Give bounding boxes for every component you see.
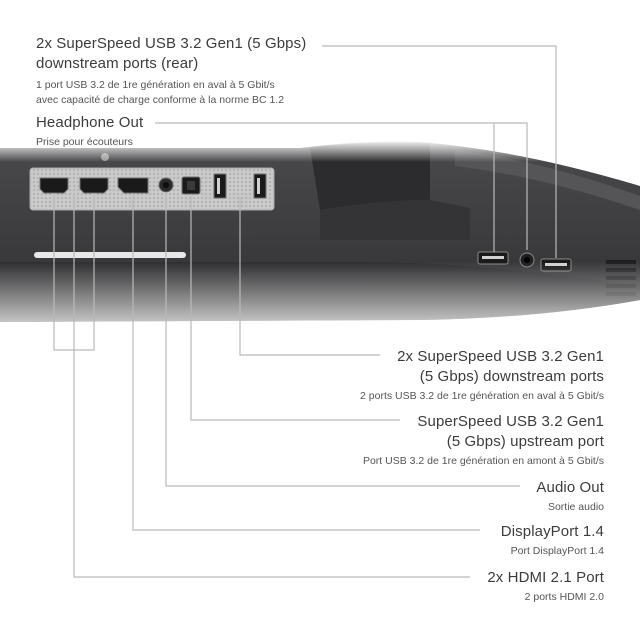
usb-upstream-callout: SuperSpeed USB 3.2 Gen1 (5 Gbps) upstrea… xyxy=(363,412,604,469)
displayport-port-icon xyxy=(117,177,149,194)
audio-out-title: Audio Out xyxy=(536,479,604,496)
usb-downstream-title-line-2: (5 Gbps) downstream ports xyxy=(419,368,604,385)
hdmi-callout: 2x HDMI 2.1 Port 2 ports HDMI 2.0 xyxy=(487,568,604,605)
audio-out-subtitle: Sortie audio xyxy=(547,501,604,513)
displayport-subtitle: Port DisplayPort 1.4 xyxy=(510,545,604,557)
usb-rear-title-line-2: downstream ports (rear) xyxy=(36,55,199,72)
usb-upstream-subtitle: Port USB 3.2 de 1re génération en amont … xyxy=(362,455,604,467)
headphone-subtitle: Prise pour écouteurs xyxy=(36,136,133,148)
audio-out-callout: Audio Out Sortie audio xyxy=(536,478,604,515)
hdmi-port-1-icon xyxy=(39,177,69,194)
headphone-title: Headphone Out xyxy=(36,114,144,131)
usb-rear-callout: 2x SuperSpeed USB 3.2 Gen1 (5 Gbps) down… xyxy=(36,34,306,108)
displayport-title: DisplayPort 1.4 xyxy=(500,523,604,540)
usb-rear-subtitle-line-2: avec capacité de charge conforme à la no… xyxy=(36,94,285,106)
usb-downstream-title-line-1: 2x SuperSpeed USB 3.2 Gen1 xyxy=(397,348,604,365)
rear-port-panel xyxy=(29,153,275,211)
usb-rear-title-line-1: 2x SuperSpeed USB 3.2 Gen1 (5 Gbps) xyxy=(36,35,307,52)
callout-lines xyxy=(53,45,557,578)
usb-downstream-subtitle: 2 ports USB 3.2 de 1re génération en ava… xyxy=(360,390,604,402)
hdmi-port-2-icon xyxy=(79,177,109,194)
displayport-callout: DisplayPort 1.4 Port DisplayPort 1.4 xyxy=(501,522,604,559)
usb-upstream-title-line-1: SuperSpeed USB 3.2 Gen1 xyxy=(417,413,604,430)
hdmi-subtitle: 2 ports HDMI 2.0 xyxy=(524,591,604,603)
usb-rear-subtitle-line-1: 1 port USB 3.2 de 1re génération en aval… xyxy=(36,79,275,91)
hdmi-title: 2x HDMI 2.1 Port xyxy=(487,569,604,586)
usb-downstream-callout: 2x SuperSpeed USB 3.2 Gen1 (5 Gbps) down… xyxy=(360,347,604,404)
usb-upstream-title-line-2: (5 Gbps) upstream port xyxy=(446,433,604,450)
headphone-callout: Headphone Out Prise pour écouteurs xyxy=(36,113,143,150)
